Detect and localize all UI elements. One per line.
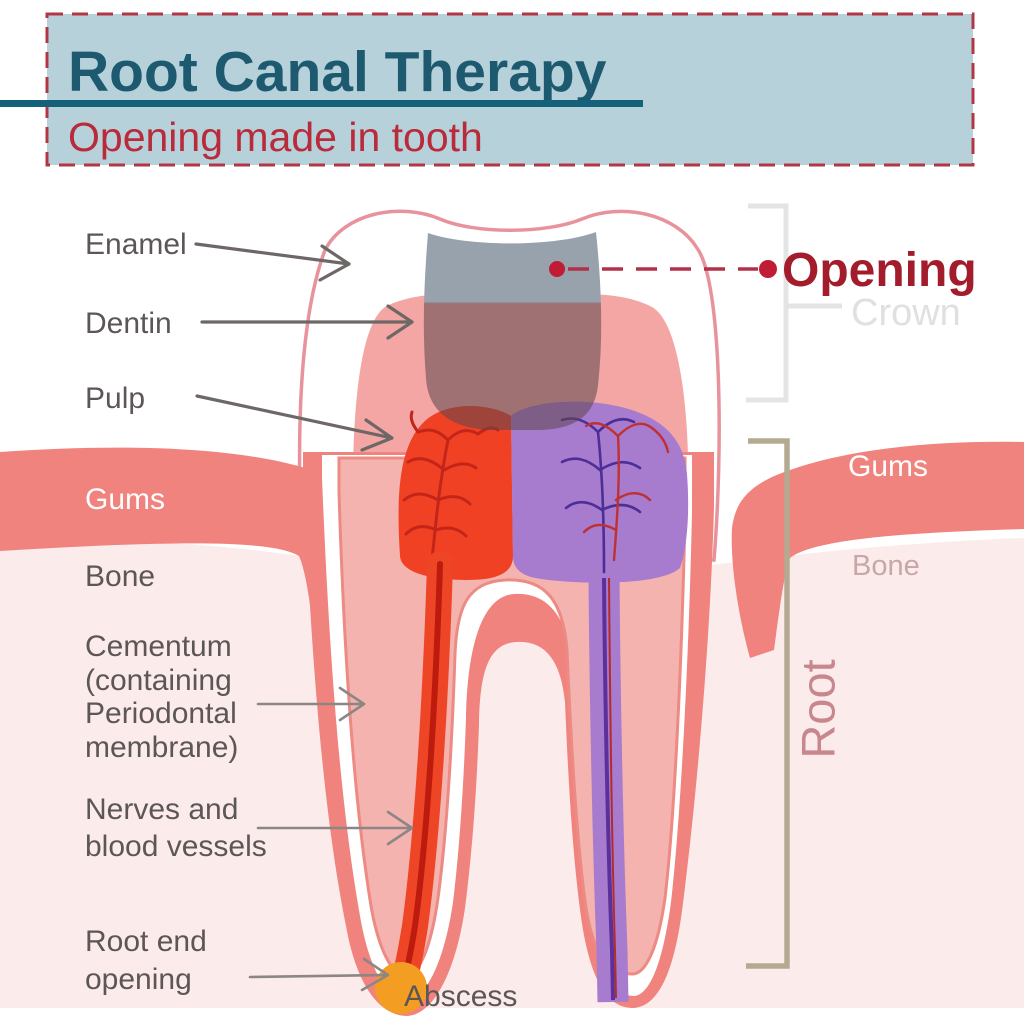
pulp-purple-red-vessels [582, 422, 670, 562]
crown-bracket [746, 203, 789, 403]
pulp-red-vessels [402, 410, 500, 562]
page-subtitle: Opening made in tooth [68, 114, 483, 160]
gums-right-shape [731, 441, 1024, 658]
label-arrows-light [248, 686, 414, 992]
label-opening: Opening [782, 244, 977, 297]
label-dentin: Dentin [85, 307, 172, 340]
title-underline [0, 100, 643, 107]
label-root-end-line2: opening [85, 963, 192, 996]
page-title: Root Canal Therapy [68, 40, 607, 104]
nerves-arrow [256, 810, 414, 846]
opening-dot-right [759, 260, 777, 278]
opening-dot-left [549, 261, 565, 277]
gums-left-shape [0, 447, 359, 655]
label-abscess: Abscess [404, 980, 517, 1013]
label-pulp: Pulp [85, 382, 145, 415]
label-cementum-line3: Periodontal [85, 697, 237, 730]
pulp-arrow [195, 394, 394, 452]
header-box [45, 12, 975, 167]
root-canal-red-core [399, 561, 443, 987]
label-cementum-line4: membrane) [85, 731, 238, 764]
label-cementum-line1: Cementum [85, 630, 232, 663]
label-cementum-line2: (containing [85, 664, 232, 697]
pulp-purple-shape [511, 401, 689, 583]
pulp-red-shape [398, 405, 513, 580]
root-bracket [746, 438, 790, 969]
label-root-end-line1: Root end [85, 925, 207, 958]
bone-shape [0, 538, 1024, 1008]
label-arrows-dark [194, 242, 414, 452]
cementum-arrow [256, 686, 366, 722]
enamel-arrow [194, 242, 351, 282]
label-nerves-line1: Nerves and [85, 793, 238, 826]
root-canal-purple-core [602, 577, 615, 1001]
label-root: Root [791, 659, 844, 758]
label-crown: Crown [851, 292, 961, 334]
dentin-arrow [200, 304, 414, 340]
pulp-purple-vessels [560, 417, 642, 574]
access-opening-shape [423, 232, 602, 430]
label-gums-right: Gums [848, 450, 928, 483]
root-canal-purple-red-vein [608, 577, 617, 999]
label-nerves-line2: blood vessels [85, 830, 267, 863]
label-bone-left: Bone [85, 560, 155, 593]
label-bone-right: Bone [852, 550, 920, 582]
label-gums-left: Gums [85, 483, 165, 516]
label-enamel: Enamel [85, 228, 187, 261]
root-end-arrow [248, 957, 390, 992]
